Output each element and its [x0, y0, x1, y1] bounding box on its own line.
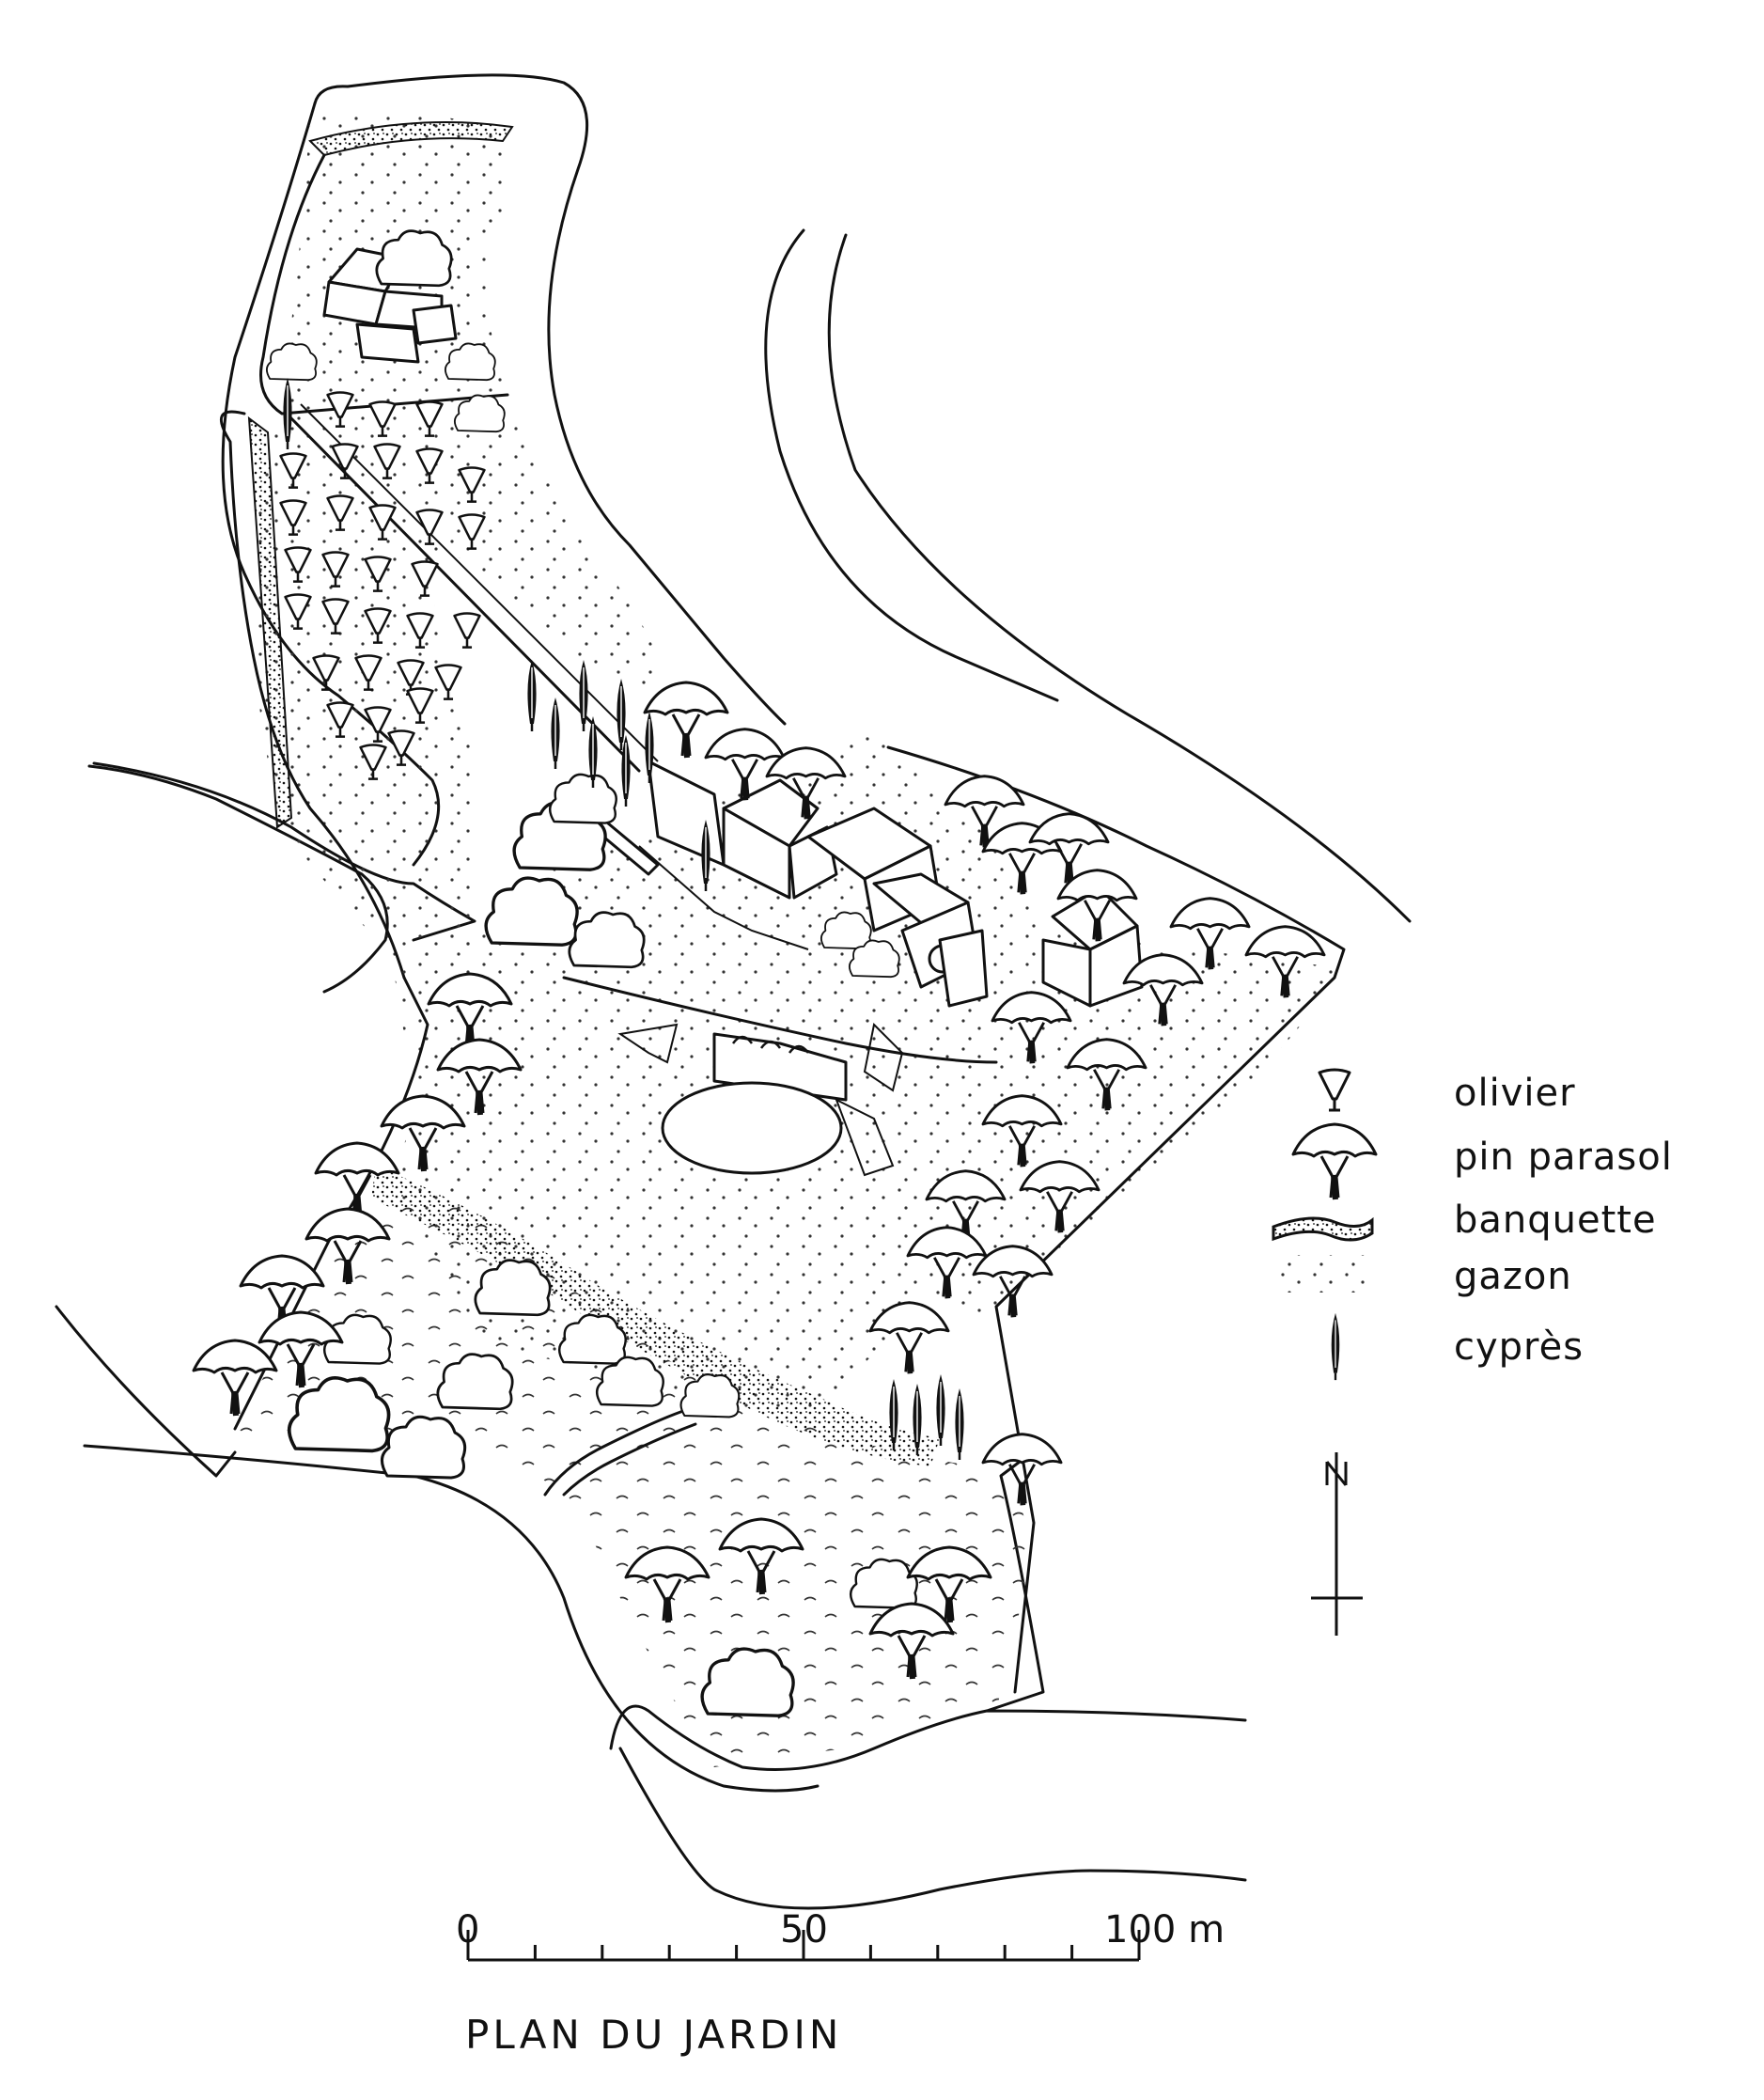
road-contour-northwest: [313, 73, 787, 726]
north-hedge-banquette: [247, 121, 514, 829]
garden-path: [543, 1408, 688, 1497]
legend: [1272, 1068, 1376, 1636]
banquette-band: [371, 1166, 940, 1466]
olive-tree-icon: [1318, 1068, 1351, 1112]
garden-path-edge: [562, 1422, 697, 1497]
basin-terrace: [617, 1022, 904, 1177]
legend-label-cypres: cyprès: [1454, 1325, 1584, 1369]
north-hedge-banquette-outer: [220, 410, 406, 979]
road-contour-south-lower: [609, 1704, 1247, 1771]
ornamental-basin: [661, 1081, 843, 1175]
road-contour-east-outer: [827, 233, 1412, 923]
scale-label-100: 100 m: [1104, 1908, 1225, 1951]
scale-label-50: 50: [780, 1908, 828, 1951]
north-inner-boundary: [259, 153, 509, 415]
scale-label-0: 0: [456, 1908, 480, 1951]
road-contour-southeast: [618, 1747, 1247, 1910]
scale-bar: [466, 1930, 1141, 1962]
legend-label-banquette: banquette: [1454, 1199, 1657, 1242]
main-lawn: [395, 733, 1344, 1410]
legend-label-pin-parasol: pin parasol: [1454, 1136, 1673, 1179]
road-contour-east-curve: [764, 228, 1059, 702]
south-terrace-edge: [562, 976, 998, 1064]
legend-label-gazon: gazon: [1454, 1255, 1572, 1298]
banquette-hatch-icon: [1272, 1216, 1374, 1242]
umbrella-pine-icon: [1293, 1124, 1376, 1199]
north-arrow-icon: [1311, 1452, 1363, 1636]
south-meadow: [235, 1202, 1034, 1767]
lawn-dots-icon: [1273, 1255, 1367, 1293]
main-house: [590, 760, 989, 1008]
central-avenue-edge: [300, 403, 659, 762]
plan-title: PLAN DU JARDIN: [465, 2012, 843, 2058]
road-contour-south: [83, 1444, 820, 1793]
east-outbuilding: [1041, 886, 1144, 1008]
north-lobe-lawn: [252, 110, 658, 968]
legend-label-olivier: olivier: [1454, 1072, 1576, 1115]
cypress-icon: [1330, 1311, 1341, 1382]
road-contour-southwest: [55, 1305, 237, 1478]
